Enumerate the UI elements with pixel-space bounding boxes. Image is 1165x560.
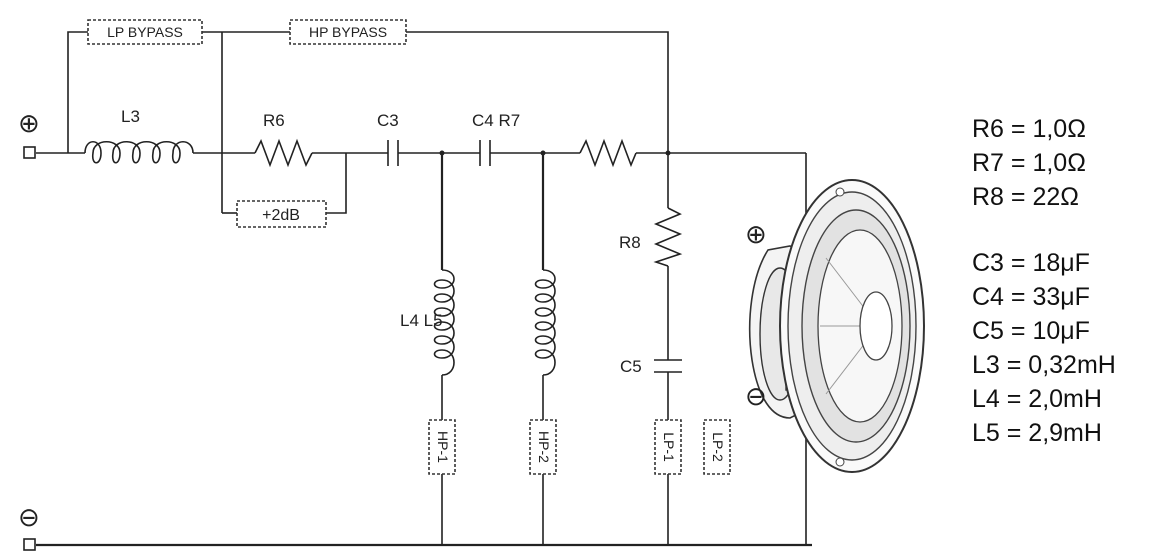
- input-plus-symbol: ⊕: [18, 109, 40, 139]
- svg-text:LP-2: LP-2: [710, 432, 726, 462]
- label-l3: L3: [121, 107, 140, 126]
- value-r6: R6 = 1,0Ω: [972, 115, 1086, 143]
- values-spacer: [972, 214, 1116, 246]
- value-l5: L5 = 2,9mH: [972, 419, 1102, 447]
- label-c4-r7: C4 R7: [472, 111, 520, 130]
- jumper-hp-1: HP-1: [428, 419, 456, 475]
- svg-text:+2dB: +2dB: [262, 207, 300, 224]
- capacitor-c4: [479, 140, 491, 166]
- input-minus-terminal: [23, 538, 36, 551]
- label-c3: C3: [377, 111, 399, 130]
- bypass-wires: [67, 31, 669, 214]
- value-c3: C3 = 18μF: [972, 249, 1090, 277]
- speaker-plus-symbol: ⊕: [745, 220, 767, 250]
- series-wires: [36, 152, 812, 547]
- value-r8: R8 = 22Ω: [972, 183, 1079, 211]
- junction-dots: [439, 150, 671, 156]
- value-r7: R7 = 1,0Ω: [972, 149, 1086, 177]
- value-l4: L4 = 2,0mH: [972, 385, 1102, 413]
- component-values-list: R6 = 1,0Ω R7 = 1,0Ω R8 = 22Ω C3 = 18μF C…: [972, 112, 1116, 450]
- svg-text:HP-1: HP-1: [435, 431, 451, 463]
- value-c4: C4 = 33μF: [972, 283, 1090, 311]
- capacitor-c3: [387, 140, 399, 166]
- input-minus-symbol: ⊖: [18, 503, 40, 533]
- label-r8: R8: [619, 233, 641, 252]
- inductor-l5: [534, 269, 556, 376]
- input-plus-terminal: [23, 146, 36, 159]
- resistor-r6: [254, 138, 313, 168]
- jumper-hp-2: HP-2: [529, 419, 557, 475]
- label-r6: R6: [263, 111, 285, 130]
- svg-text:LP BYPASS: LP BYPASS: [107, 24, 183, 40]
- svg-text:HP BYPASS: HP BYPASS: [309, 24, 387, 40]
- value-c5: C5 = 10μF: [972, 317, 1090, 345]
- inductor-l4: [433, 269, 455, 376]
- jumper-plus2db: +2dB: [236, 200, 327, 228]
- svg-text:HP-2: HP-2: [536, 431, 552, 463]
- resistor-r8: [653, 207, 683, 267]
- svg-text:LP-1: LP-1: [661, 432, 677, 462]
- jumper-lp-1: LP-1: [654, 419, 682, 475]
- jumper-hp-bypass: HP BYPASS: [289, 19, 407, 45]
- jumper-lp-2: LP-2: [703, 419, 731, 475]
- speaker-driver-image: [748, 179, 925, 473]
- inductor-l3: [84, 140, 194, 164]
- capacitor-c5: [654, 359, 682, 373]
- jumper-lp-bypass: LP BYPASS: [87, 19, 203, 45]
- label-l4-l5: L4 L5: [400, 311, 443, 330]
- speaker-minus-symbol: ⊖: [745, 382, 767, 412]
- label-c5: C5: [620, 357, 642, 376]
- resistor-r7: [579, 138, 637, 168]
- value-l3: L3 = 0,32mH: [972, 351, 1116, 379]
- shunt-wires: [440, 153, 669, 545]
